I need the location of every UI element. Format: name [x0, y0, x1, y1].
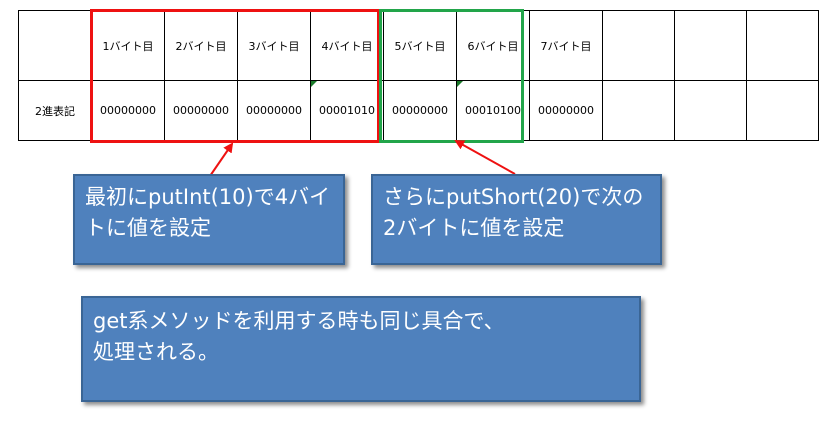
- binary-cell-1: 00000000: [91, 80, 165, 141]
- short-bytes-highlight-frame: [379, 9, 524, 143]
- comment-indicator-icon: [311, 81, 317, 87]
- put-short-callout: さらにputShort(20)で次の2バイトに値を設定: [371, 174, 662, 265]
- binary-cell-6-text: 00010100: [465, 104, 521, 117]
- header-byte-7: 7バイト目: [529, 10, 603, 81]
- corner-cell: [18, 10, 92, 81]
- binary-cell-8: [602, 80, 675, 141]
- binary-cell-3: 00000000: [237, 80, 311, 141]
- header-empty-9: [674, 10, 747, 81]
- binary-cell-4-text: 00001010: [319, 104, 375, 117]
- header-empty-8: [602, 10, 675, 81]
- binary-cell-7: 00000000: [529, 80, 603, 141]
- int-bytes-highlight-frame: [90, 9, 380, 143]
- byte-header-row: 1バイト目 2バイト目 3バイト目 4バイト目 5バイト目 6バイト目 7バイト…: [18, 10, 819, 81]
- arrow-put-short: [454, 140, 516, 175]
- binary-cell-9: [674, 80, 747, 141]
- header-empty-10: [746, 10, 819, 81]
- comment-indicator-icon: [457, 81, 463, 87]
- header-byte-6: 6バイト目: [456, 10, 530, 81]
- binary-cell-10: [746, 80, 819, 141]
- get-methods-callout: get系メソッドを利用する時も同じ具合で、 処理される。: [81, 296, 641, 402]
- binary-row: 2進表記 00000000 00000000 00000000 00001010…: [18, 80, 819, 141]
- put-int-callout: 最初にputInt(10)で4バイトに値を設定: [73, 174, 345, 265]
- binary-row-label: 2進表記: [18, 80, 92, 141]
- arrow-put-int: [209, 142, 234, 177]
- binary-cell-2: 00000000: [164, 80, 238, 141]
- byte-table: 1バイト目 2バイト目 3バイト目 4バイト目 5バイト目 6バイト目 7バイト…: [18, 10, 819, 141]
- binary-cell-5: 00000000: [383, 80, 457, 141]
